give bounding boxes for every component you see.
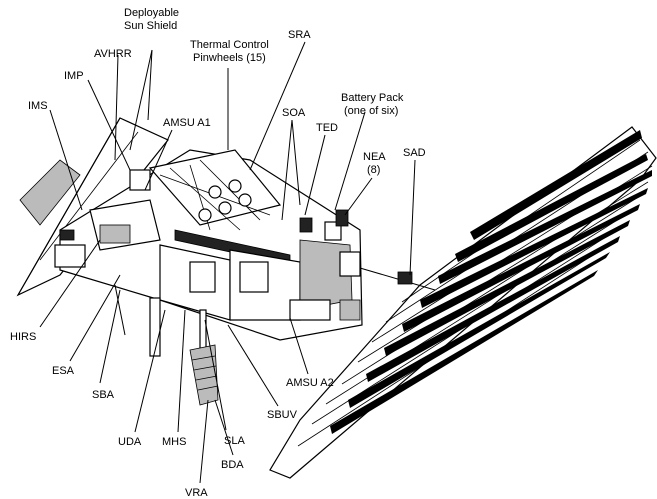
label-amsu-a2: AMSU A2 (286, 377, 334, 389)
label-mhs: MHS (162, 436, 186, 448)
label-uda: UDA (118, 436, 142, 448)
label-nea-1: NEA (363, 151, 386, 163)
label-sla: SLA (224, 435, 245, 447)
label-vra: VRA (185, 487, 208, 499)
label-amsu-a1: AMSU A1 (163, 117, 211, 129)
labels: Deployable Sun Shield Thermal Control Pi… (10, 7, 426, 499)
label-thermal-control-1: Thermal Control (190, 39, 269, 51)
label-nea-2: (8) (367, 164, 380, 176)
label-sbuv: SBUV (267, 409, 298, 421)
label-soa: SOA (282, 107, 306, 119)
label-ted: TED (316, 122, 338, 134)
label-thermal-control-2: Pinwheels (15) (193, 52, 266, 64)
lower-appendages (114, 284, 219, 406)
label-battery-pack-2: (one of six) (344, 105, 398, 117)
label-bda: BDA (221, 459, 244, 471)
label-sra: SRA (288, 29, 311, 41)
solar-array-boom (359, 267, 436, 291)
label-battery-pack-1: Battery Pack (341, 92, 404, 104)
label-ims: IMS (28, 100, 48, 112)
label-avhrr: AVHRR (94, 48, 132, 60)
label-deployable-sun-shield-2: Sun Shield (124, 20, 177, 32)
label-sad: SAD (403, 147, 426, 159)
label-esa: ESA (52, 365, 75, 377)
leader-lines (39, 41, 416, 484)
label-hirs: HIRS (10, 331, 36, 343)
spacecraft-body (54, 149, 363, 341)
label-deployable-sun-shield-1: Deployable (124, 7, 179, 19)
solar-array (269, 126, 657, 479)
label-imp: IMP (64, 70, 84, 82)
label-sba: SBA (92, 389, 115, 401)
